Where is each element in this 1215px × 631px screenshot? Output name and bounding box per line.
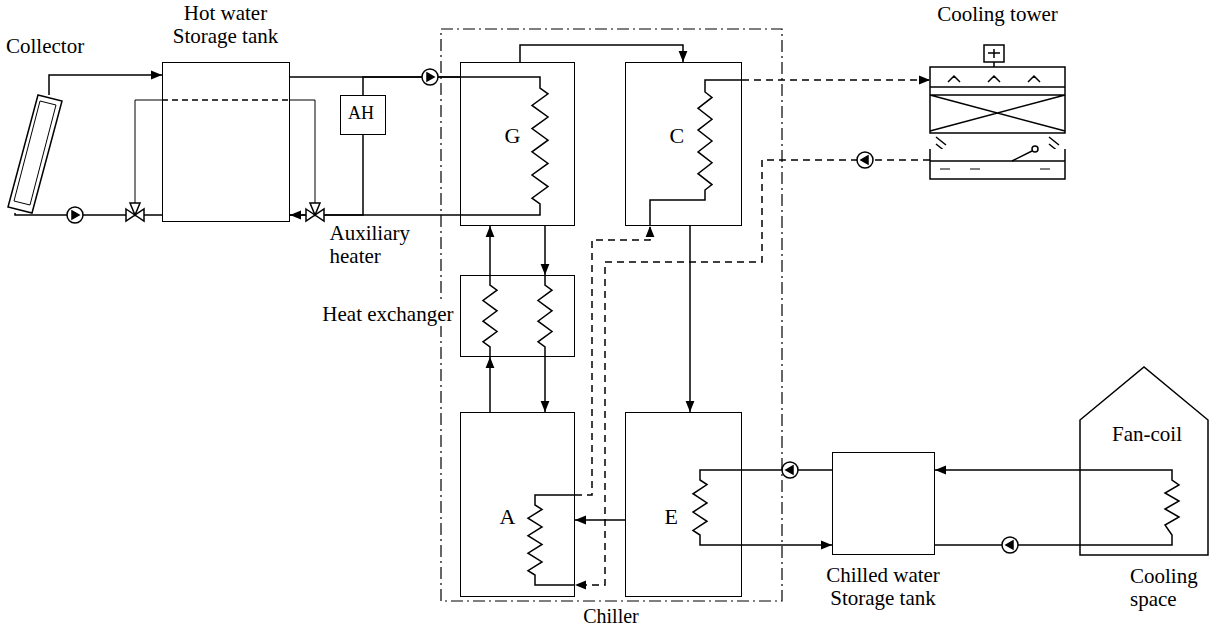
three-way-valve [306, 203, 324, 221]
cooling-tower-outline [930, 45, 1065, 180]
pipe [544, 357, 546, 412]
coil [460, 77, 548, 215]
auxiliary-heater: AHAuxiliary heater [340, 95, 386, 135]
pump-symbol [1002, 537, 1018, 553]
node-label: A [500, 505, 524, 529]
chiller-boundary: ChillerGCHeat exchangerAE [440, 28, 783, 602]
cooling-water-pipe [742, 79, 930, 81]
coil-group [460, 77, 742, 585]
pump-symbol [782, 462, 798, 478]
cooling-space: Fan-coilCooling space [1080, 365, 1208, 555]
cooling-water-pipe [575, 226, 650, 495]
pipe [363, 77, 460, 95]
three-way-valve [126, 203, 144, 221]
absorber-vessel: A [460, 412, 575, 597]
node-label: AH [340, 104, 383, 124]
cooling-water-pipe [575, 160, 930, 585]
pipe [742, 544, 832, 546]
solar-collector: Collector [8, 95, 63, 213]
node-label: Hot water Storage tank [150, 2, 302, 48]
coil [650, 80, 742, 226]
storage-tank: Hot water Storage tank [162, 62, 290, 222]
pipe [489, 226, 491, 275]
coil [538, 275, 552, 357]
heat-exchanger: Heat exchanger [460, 275, 575, 357]
node-label: Collector [6, 35, 116, 58]
water-level [162, 99, 290, 101]
cooling-tower: Cooling tower [930, 45, 1065, 180]
coil [693, 470, 742, 545]
generator-vessel: G [460, 62, 575, 226]
node-label: E [665, 505, 689, 529]
pipe [689, 226, 691, 412]
node-label: C [670, 124, 694, 148]
node-label: Cooling space [1130, 565, 1208, 611]
chilled-tank: Chilled water Storage tank [832, 452, 935, 555]
chiller-boundary-outline [440, 28, 783, 602]
condenser-vessel: C [625, 62, 742, 226]
pipe [544, 226, 546, 275]
node-label: G [505, 124, 529, 148]
coil [528, 495, 575, 585]
node-label: Heat exchanger [260, 303, 456, 326]
node-label: Chiller [551, 605, 671, 627]
pump-symbol [422, 69, 438, 85]
node-label: Fan-coil [1112, 423, 1192, 446]
pipe [489, 357, 491, 412]
pump-symbol [857, 152, 873, 168]
pipe [520, 45, 683, 62]
pipe [49, 75, 162, 95]
node-label: Cooling tower [925, 3, 1070, 26]
node-label: Chilled water Storage tank [810, 564, 957, 610]
pipe [575, 519, 625, 521]
node-label: Auxiliary heater [330, 222, 445, 268]
pipe [290, 135, 363, 215]
pipe [935, 469, 1080, 471]
evaporator-vessel: E [625, 412, 742, 597]
coil [483, 275, 497, 357]
solar-collector-outline [8, 95, 63, 213]
cooling-space-outline [1080, 365, 1208, 555]
pump-symbol [67, 207, 83, 223]
